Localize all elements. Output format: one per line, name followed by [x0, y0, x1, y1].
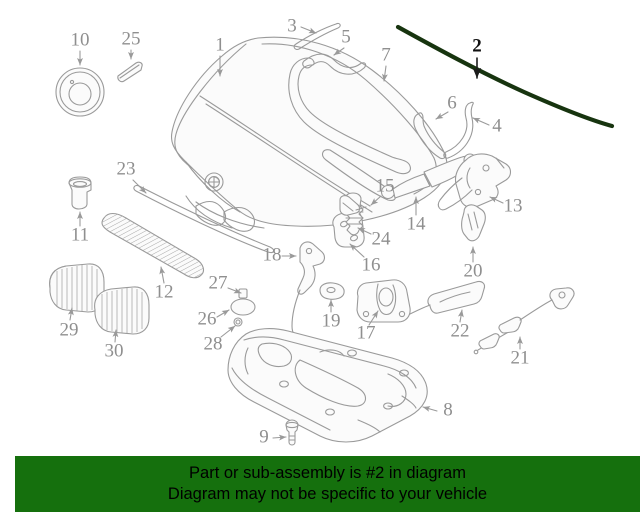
callout-9: 9 — [259, 426, 269, 447]
callout-leaders — [67, 26, 523, 441]
round-grommet-graphic — [55, 67, 105, 117]
callout-26: 26 — [198, 308, 217, 329]
hood-seal-highlighted-graphic — [395, 24, 615, 129]
washer-nozzle-graphic — [230, 288, 256, 327]
callout-28: 28 — [204, 333, 223, 354]
callout-4: 4 — [492, 115, 502, 136]
callout-numbers: 1 2 3 4 5 6 7 8 9 10 11 12 13 14 15 16 1… — [60, 15, 530, 447]
hood-seal-strip-graphic — [133, 185, 275, 254]
hood-insulation-panel-graphic — [227, 328, 428, 443]
callout-12: 12 — [155, 281, 174, 302]
callout-1: 1 — [215, 34, 225, 55]
hood-panel-graphic — [170, 36, 448, 232]
callout-8: 8 — [443, 399, 453, 420]
callout-19: 19 — [322, 310, 341, 331]
callout-17: 17 — [357, 322, 376, 343]
callout-2: 2 — [472, 35, 482, 56]
part-notice-banner: Part or sub-assembly is #2 in diagram Di… — [15, 456, 640, 512]
callout-7: 7 — [381, 44, 391, 65]
callout-24: 24 — [372, 228, 392, 249]
callout-21: 21 — [511, 347, 530, 368]
hood-latch-mechanism-graphic — [437, 153, 512, 211]
rubber-buffer-rod-graphic — [443, 101, 474, 159]
ball-pin-stud-graphic — [339, 195, 367, 216]
kidney-grille-right-graphic — [94, 286, 150, 335]
notice-line-2: Diagram may not be specific to your vehi… — [167, 485, 488, 503]
guide-rail-graphic — [405, 280, 486, 317]
callout-20: 20 — [464, 260, 483, 281]
callout-25: 25 — [122, 28, 141, 49]
expanding-rivet-graphic — [285, 419, 299, 446]
callout-22: 22 — [451, 320, 470, 341]
callout-30: 30 — [105, 340, 124, 361]
hood-edge-seal-graphic — [413, 112, 447, 160]
hood-molding-bracket-graphic — [288, 57, 411, 175]
callout-27: 27 — [209, 272, 228, 293]
callout-14: 14 — [407, 213, 427, 234]
callout-23: 23 — [117, 158, 136, 179]
hood-grille-mesh-graphic — [101, 212, 205, 279]
callout-11: 11 — [71, 224, 89, 245]
callout-10: 10 — [71, 29, 90, 50]
hood-lock-catch-graphic — [356, 279, 411, 323]
callout-18: 18 — [263, 244, 282, 265]
hood-stay-rod-graphic — [293, 22, 341, 50]
callout-13: 13 — [504, 195, 523, 216]
cable-clip-graphic — [319, 282, 345, 300]
callout-5: 5 — [341, 26, 351, 47]
callout-15: 15 — [376, 175, 395, 196]
bushing-sleeve-graphic — [68, 176, 92, 210]
notice-line-1: Part or sub-assembly is #2 in diagram — [189, 464, 466, 482]
hood-trim-strip-graphic — [302, 53, 367, 75]
callout-16: 16 — [362, 254, 381, 275]
callout-6: 6 — [447, 92, 457, 113]
callout-29: 29 — [60, 319, 79, 340]
callout-3: 3 — [287, 15, 297, 36]
release-cable-graphic — [473, 287, 575, 355]
retaining-clip-graphic — [117, 61, 143, 83]
striker-bracket-graphic — [461, 204, 486, 242]
